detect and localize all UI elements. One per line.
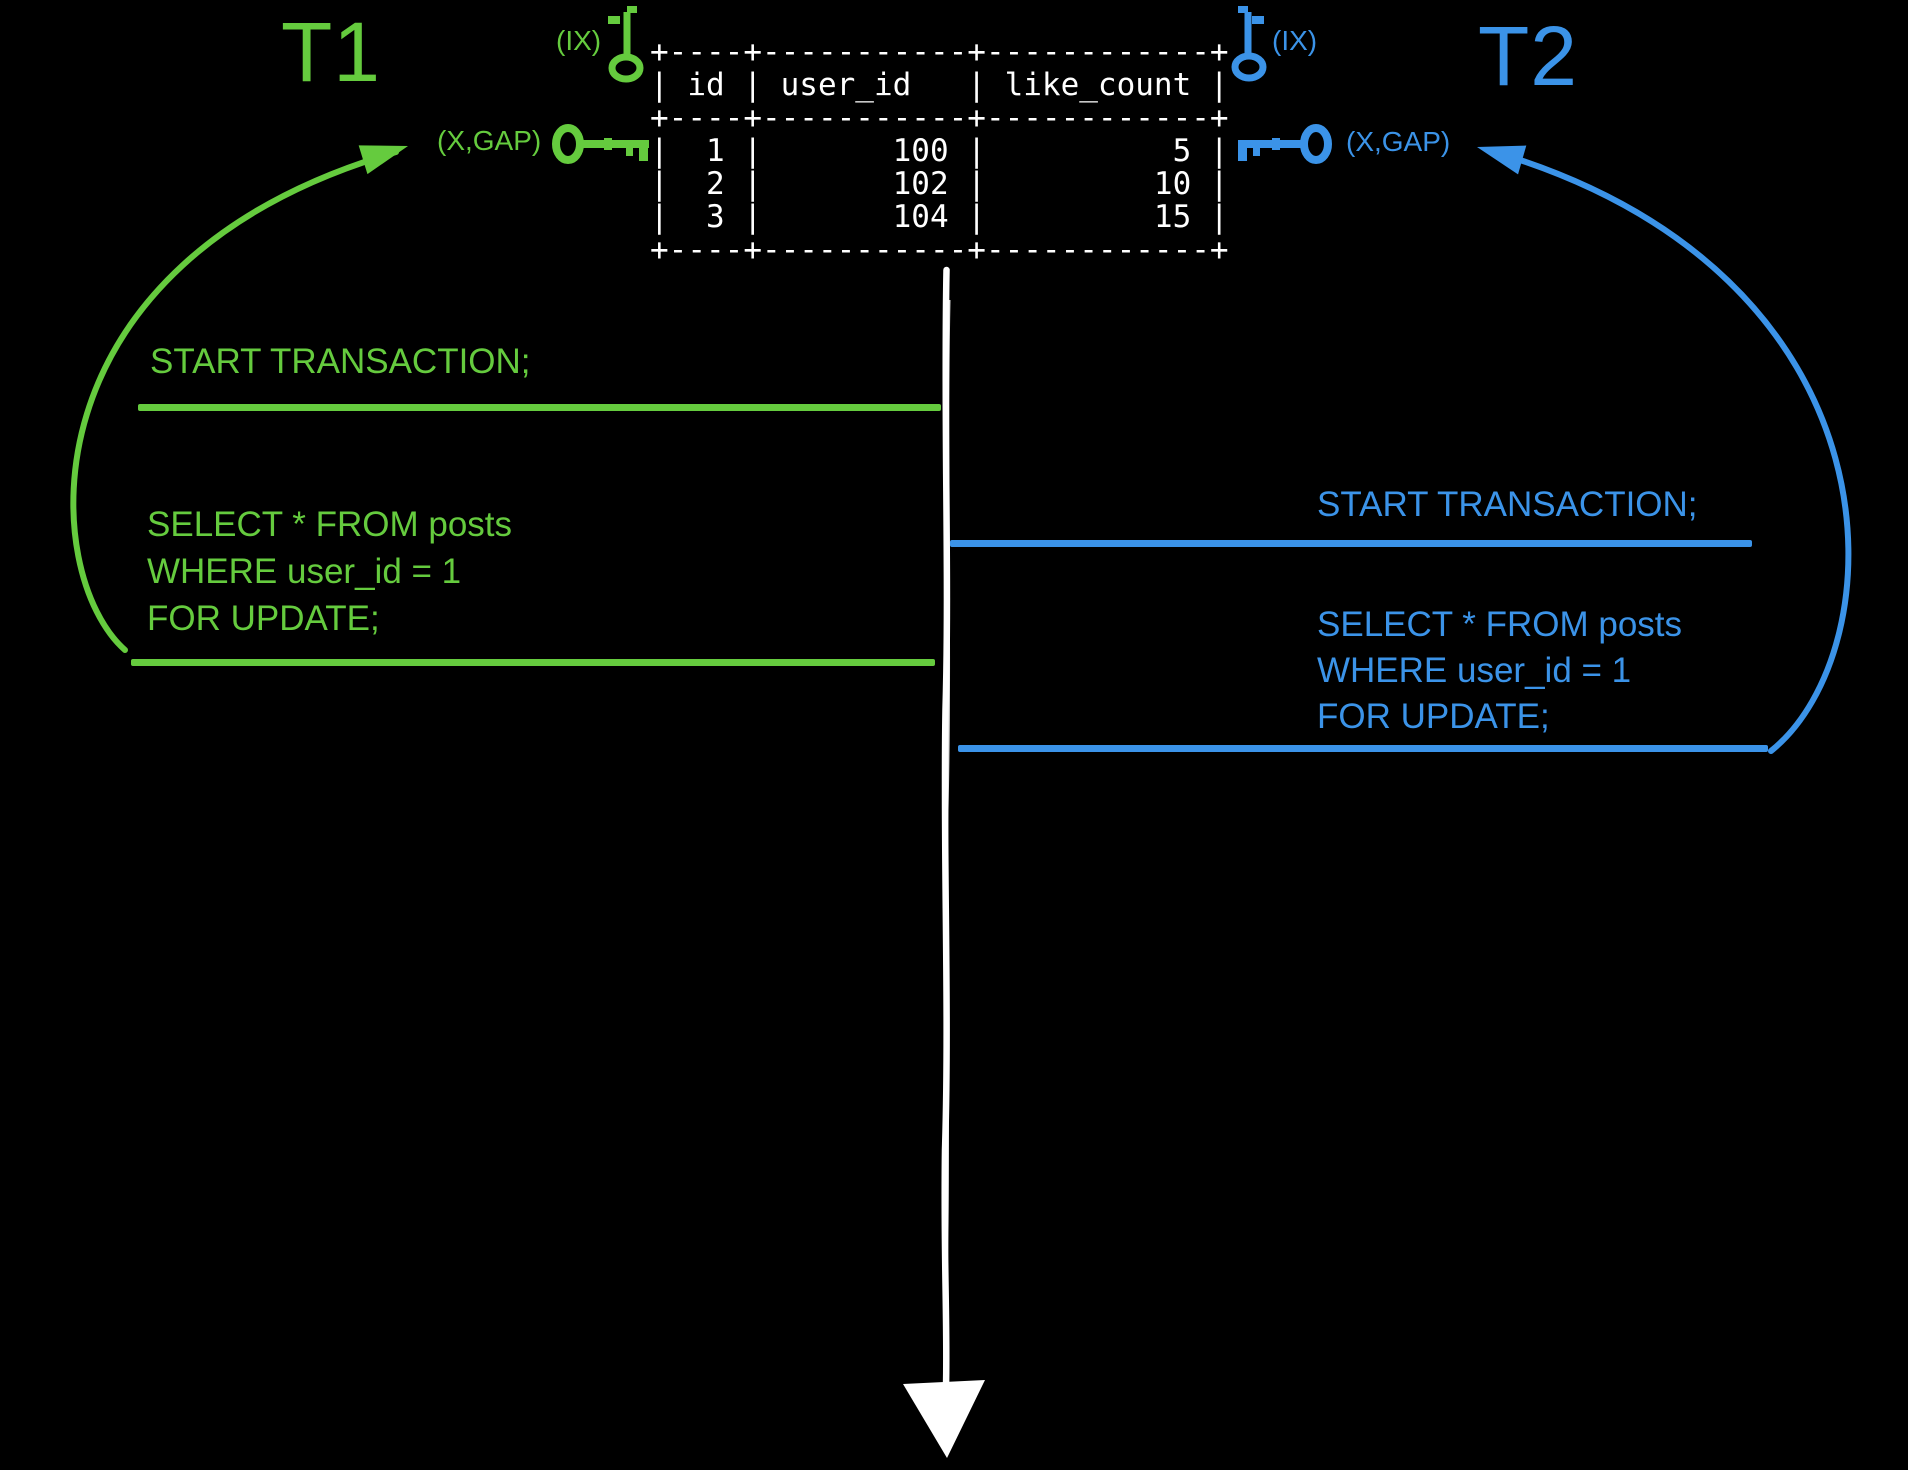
- t1-select-tick: [131, 659, 935, 666]
- t1-start-transaction-text: START TRANSACTION;: [150, 342, 531, 381]
- t1-row-key-icon: [552, 124, 649, 164]
- t2-lock-arrow: [1485, 147, 1852, 754]
- t1-start-transaction-tick: [138, 404, 941, 411]
- t2-label: T2: [1478, 9, 1579, 103]
- t1-select-line-2: WHERE user_id = 1: [147, 552, 462, 591]
- t1-label: T1: [281, 5, 382, 99]
- t1-lock-arrow: [70, 149, 399, 653]
- t1-row-lock-label: (X,GAP): [437, 125, 542, 156]
- t2-select-line-3: FOR UPDATE;: [1317, 697, 1550, 736]
- t1-select-line-3: FOR UPDATE;: [147, 599, 380, 638]
- t2-row-key-icon: [1238, 124, 1332, 164]
- timeline-arrowhead-icon: [903, 1380, 985, 1458]
- t1-lock-arrowhead-icon: [358, 145, 408, 175]
- t2-intent-lock-label: (IX): [1272, 25, 1318, 56]
- t1-intent-lock-label: (IX): [556, 25, 602, 56]
- t2-select-statement: SELECT * FROM posts WHERE user_id = 1 FO…: [1317, 602, 1682, 740]
- t2-select-tick: [958, 745, 1768, 752]
- posts-table: +----+-----------+------------+ | id | u…: [650, 34, 1229, 268]
- t2-row-lock-label: (X,GAP): [1346, 126, 1451, 157]
- t2-start-transaction-tick: [950, 540, 1752, 547]
- t2-start-transaction-text: START TRANSACTION;: [1317, 485, 1698, 524]
- t2-select-line-1: SELECT * FROM posts: [1317, 605, 1683, 644]
- t2-select-line-2: WHERE user_id = 1: [1317, 651, 1632, 690]
- t1-intent-key-icon: [608, 6, 644, 83]
- timeline-line: [941, 266, 951, 1390]
- timeline-line-texture: [945, 299, 951, 1261]
- t1-select-line-1: SELECT * FROM posts: [147, 505, 513, 544]
- t2-lock-arrowhead-icon: [1477, 145, 1527, 175]
- t2-intent-key-icon: [1231, 6, 1267, 82]
- t1-select-statement: SELECT * FROM posts WHERE user_id = 1 FO…: [147, 501, 512, 642]
